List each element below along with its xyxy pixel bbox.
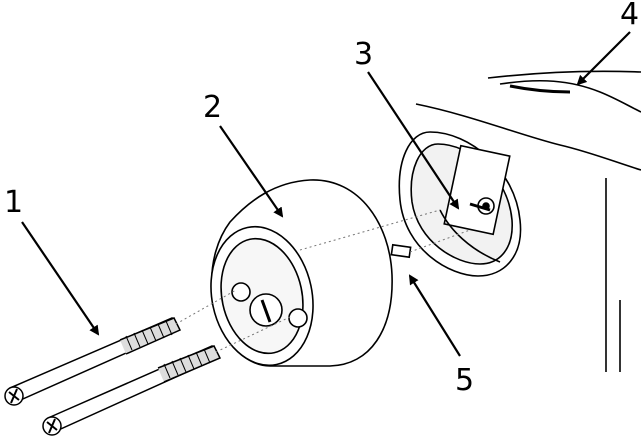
door-panel [415, 70, 641, 372]
mounting-screw-lower [42, 345, 222, 436]
arrow-2 [219, 125, 284, 218]
callout-label-4: 4 [620, 0, 640, 32]
mounting-screw-upper [4, 317, 182, 406]
arrow-4 [576, 31, 631, 86]
arrow-5 [408, 274, 461, 357]
arrow-3 [367, 71, 460, 210]
callout-label-2: 2 [203, 90, 223, 125]
door-mounting-plate [398, 131, 522, 277]
cylinder-housing [210, 179, 412, 367]
callout-arrows [21, 31, 631, 357]
alignment-lines [175, 209, 471, 353]
callout-label-1: 1 [4, 185, 24, 220]
callout-label-5: 5 [455, 363, 475, 398]
callout-label-3: 3 [354, 37, 374, 72]
arrow-1 [21, 221, 100, 336]
